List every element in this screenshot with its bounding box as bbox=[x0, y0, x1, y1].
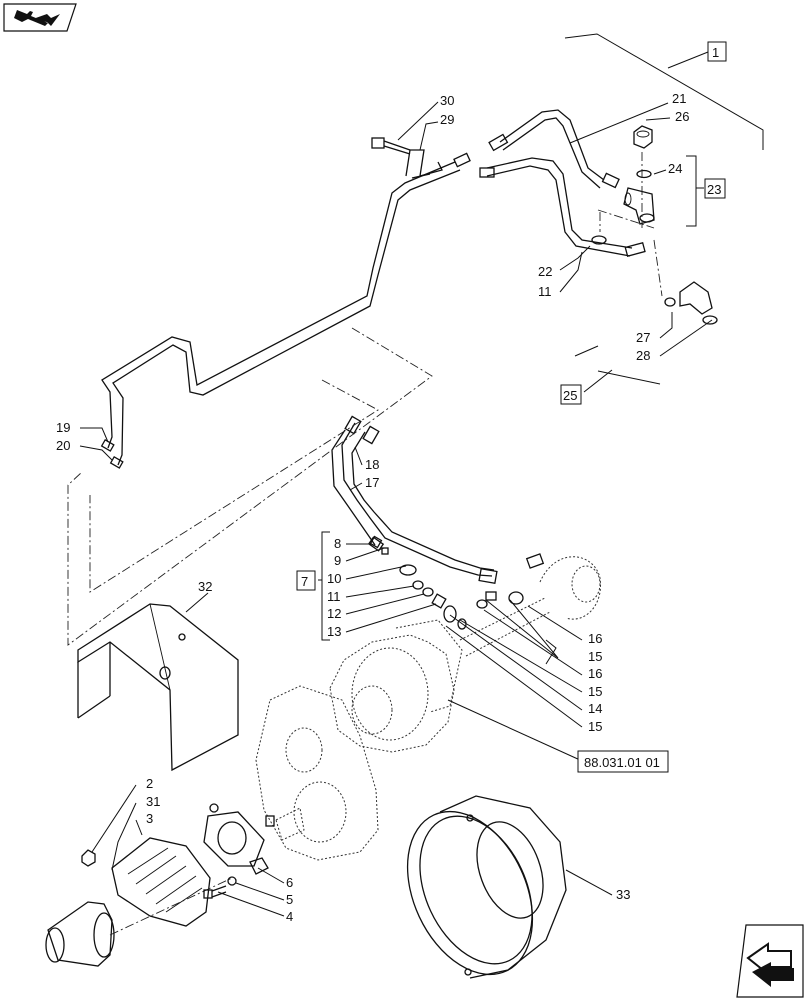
callout-15-bottom: 15 bbox=[588, 719, 602, 734]
callout-20: 20 bbox=[56, 438, 70, 453]
gearbox-assembly bbox=[255, 556, 601, 861]
callout-14: 14 bbox=[588, 701, 602, 716]
group-bracket-7 bbox=[318, 531, 330, 641]
callout-16-top: 16 bbox=[588, 631, 602, 646]
nut-2 bbox=[81, 849, 96, 867]
callout-13: 13 bbox=[327, 624, 341, 639]
callout-24: 24 bbox=[668, 161, 682, 176]
cover-32 bbox=[77, 603, 239, 772]
callout-31: 31 bbox=[146, 794, 160, 809]
washer-24 bbox=[636, 169, 652, 179]
hose-21 bbox=[499, 109, 605, 189]
hose-17-18 bbox=[331, 422, 495, 577]
leader-lines bbox=[79, 101, 713, 917]
callout-26: 26 bbox=[675, 109, 689, 124]
boot-31 bbox=[45, 837, 233, 967]
callout-box-1 bbox=[707, 41, 727, 62]
callout-15-top: 15 bbox=[588, 649, 602, 664]
callout-22: 22 bbox=[538, 264, 552, 279]
reference-label: 88.031.01 01 bbox=[584, 755, 660, 770]
callout-29: 29 bbox=[440, 112, 454, 127]
nut-26 bbox=[633, 125, 653, 149]
callout-27: 27 bbox=[636, 330, 650, 345]
callout-box-7 bbox=[296, 570, 316, 591]
callout-21: 21 bbox=[672, 91, 686, 106]
callout-19: 19 bbox=[56, 420, 70, 435]
group-bracket-15-16 bbox=[545, 639, 557, 665]
hydraulic-pipe-upper bbox=[101, 161, 461, 466]
callout-11-lower: 11 bbox=[327, 589, 341, 604]
plate-6 bbox=[203, 803, 275, 875]
washer-22 bbox=[591, 235, 607, 245]
group-bracket-23 bbox=[686, 155, 704, 227]
callout-15-mid: 15 bbox=[588, 684, 602, 699]
bolt-30 bbox=[371, 137, 411, 155]
callout-10: 10 bbox=[327, 571, 341, 586]
fitting-group-7 bbox=[369, 535, 545, 630]
connector-23 bbox=[623, 187, 655, 225]
callout-2: 2 bbox=[146, 776, 153, 791]
next-page-arrow-icon[interactable] bbox=[736, 924, 804, 998]
callout-box-23 bbox=[704, 178, 726, 199]
callout-30: 30 bbox=[440, 93, 454, 108]
hose-11-22 bbox=[486, 157, 633, 257]
callout-11-upper: 11 bbox=[538, 284, 552, 299]
callout-1: 1 bbox=[712, 45, 719, 60]
callout-6: 6 bbox=[286, 875, 293, 890]
callout-17: 17 bbox=[365, 475, 379, 490]
bolt-4 bbox=[203, 885, 227, 899]
callout-33: 33 bbox=[616, 887, 630, 902]
callout-5: 5 bbox=[286, 892, 293, 907]
washer-5 bbox=[227, 876, 237, 886]
callout-3: 3 bbox=[146, 811, 153, 826]
elbow-28 bbox=[664, 281, 718, 325]
callout-32: 32 bbox=[198, 579, 212, 594]
callout-28: 28 bbox=[636, 348, 650, 363]
callout-9: 9 bbox=[334, 553, 341, 568]
callout-12: 12 bbox=[327, 606, 341, 621]
reference-box bbox=[577, 750, 669, 773]
cover-33 bbox=[406, 795, 567, 979]
callout-16-mid: 16 bbox=[588, 666, 602, 681]
callout-23: 23 bbox=[707, 182, 721, 197]
assembly-bracket-25 bbox=[574, 345, 661, 393]
pipe-fittings bbox=[100, 133, 646, 585]
center-dash-lines bbox=[597, 152, 663, 297]
book-arrow-icon[interactable] bbox=[3, 3, 77, 32]
callout-8: 8 bbox=[334, 536, 341, 551]
assembly-bracket-1 bbox=[564, 33, 764, 150]
callout-25: 25 bbox=[563, 388, 577, 403]
callout-7: 7 bbox=[301, 574, 308, 589]
callout-18: 18 bbox=[365, 457, 379, 472]
clip-29 bbox=[405, 149, 443, 179]
routing-outline bbox=[67, 327, 433, 646]
callout-4: 4 bbox=[286, 909, 293, 924]
callout-box-25 bbox=[560, 384, 582, 405]
